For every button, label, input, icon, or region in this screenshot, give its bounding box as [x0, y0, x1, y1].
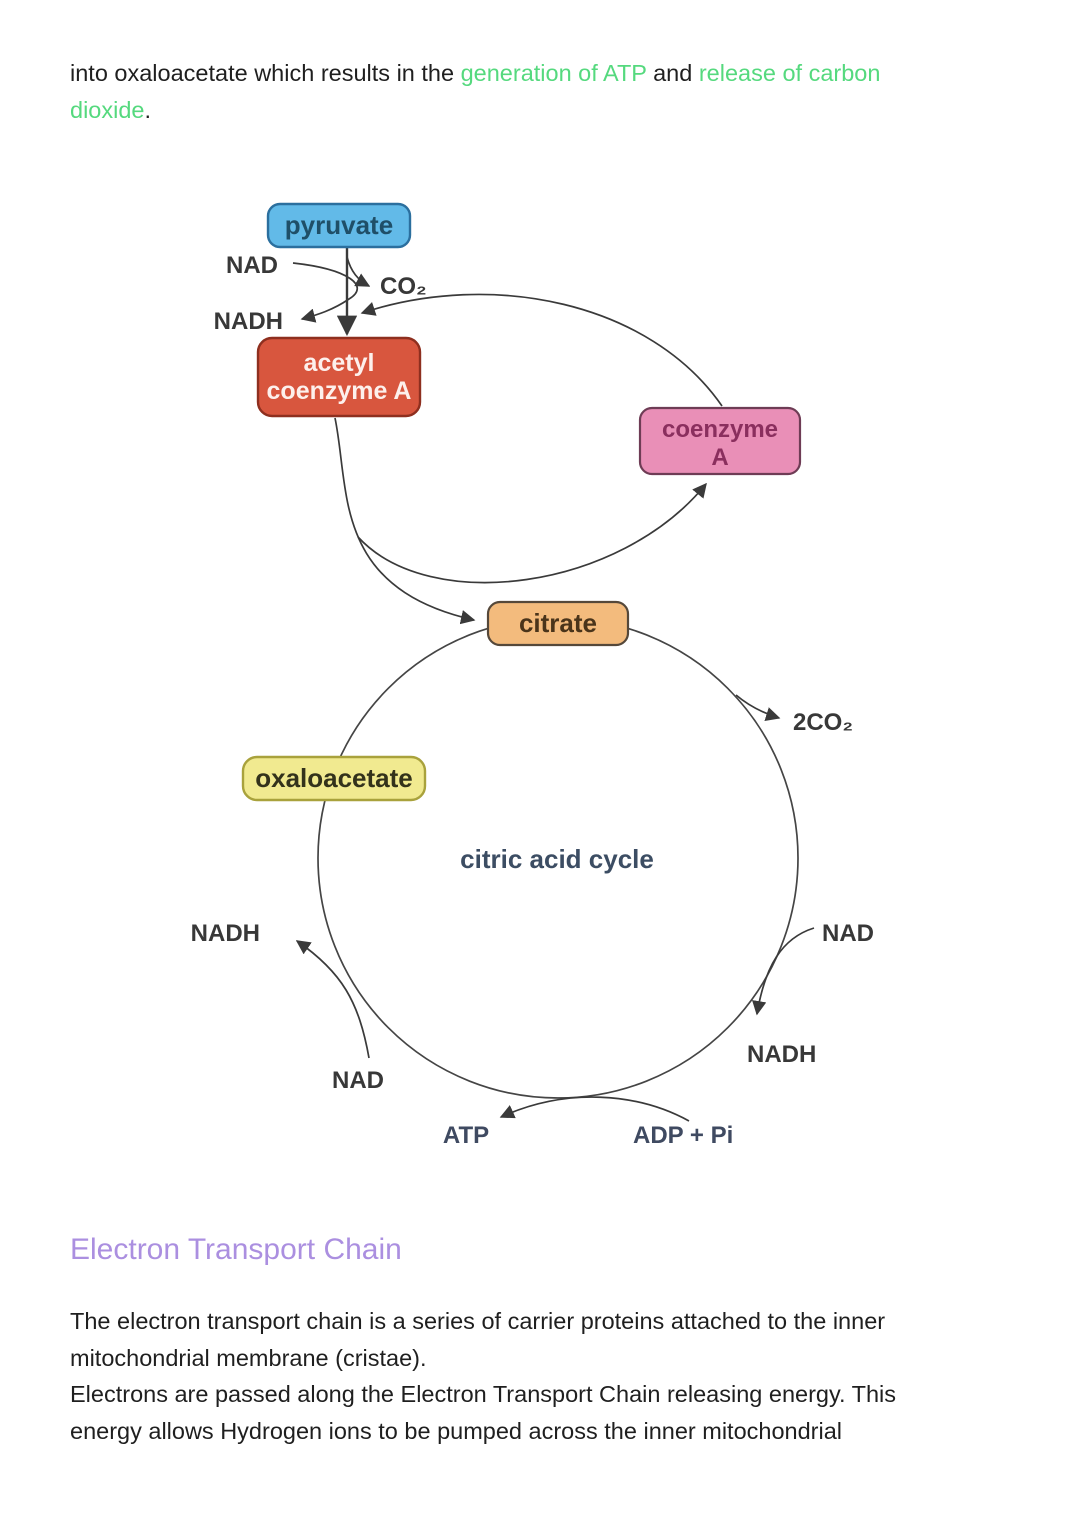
co2-release-arrow [346, 256, 371, 287]
body-line-1: The electron transport chain is a series… [70, 1308, 886, 1334]
body-line-4: energy allows Hydrogen ions to be pumped… [70, 1417, 843, 1444]
cycle-title: citric acid cycle [460, 844, 654, 874]
coenzyme-release-arrow [357, 482, 707, 584]
nadh-top-label: NADH [214, 308, 283, 335]
intro-text-pre: into oxaloacetate which results in the [70, 60, 461, 86]
co2-label: CO₂ [380, 273, 427, 300]
coenzyme-recycle-arrow [360, 293, 723, 407]
coenzyme-label-line1: coenzyme [662, 416, 778, 443]
citrate-label: citrate [519, 608, 597, 638]
intro-text-mid: and [646, 60, 699, 86]
citrate-node: citrate [486, 600, 630, 647]
nad-to-nadh-arrow-top [292, 262, 359, 323]
body-line-2: mitochondrial membrane (cristae). [70, 1344, 427, 1371]
nadh-left-label: NADH [191, 920, 260, 947]
acetyl-to-citrate-arrow [334, 417, 476, 625]
intro-highlight-atp: generation of ATP [460, 60, 647, 86]
acetyl-coa-node: acetyl coenzyme A [256, 336, 422, 418]
nad-to-nadh-arrow-right [752, 927, 815, 1016]
citric-acid-cycle-diagram: pyruvate acetyl coenzyme A coenzyme A ci… [191, 202, 874, 1149]
intro-period: . [144, 97, 152, 123]
adp-to-atp-arrow [499, 1096, 690, 1122]
intro-highlight-carbon: release of carbon [698, 60, 881, 86]
adp-pi-label: ADP + Pi [633, 1122, 733, 1149]
two-co2-label: 2CO₂ [793, 709, 853, 736]
acetyl-label-line2: coenzyme A [267, 377, 412, 405]
intro-highlight-dioxide: dioxide [70, 97, 145, 123]
oxaloacetate-label: oxaloacetate [255, 763, 413, 793]
acetyl-label-line1: acetyl [304, 349, 375, 377]
atp-label: ATP [443, 1122, 489, 1149]
body-line-3: Electrons are passed along the Electron … [70, 1381, 897, 1407]
nad-to-nadh-arrow-left [295, 940, 370, 1059]
nadh-right-label: NADH [747, 1041, 816, 1068]
body-paragraph: The electron transport chain is a series… [70, 1303, 1020, 1449]
nad-top-label: NAD [226, 252, 278, 279]
coenzyme-label-line2: A [711, 444, 728, 471]
pyruvate-label: pyruvate [285, 210, 393, 240]
pyruvate-node: pyruvate [266, 202, 412, 249]
nad-bottom-label: NAD [332, 1067, 384, 1094]
two-co2-arrow [735, 694, 781, 722]
section-heading: Electron Transport Chain [70, 1233, 402, 1266]
coenzyme-a-node: coenzyme A [638, 406, 802, 476]
intro-paragraph: into oxaloacetate which results in the g… [70, 55, 1020, 129]
nad-right-label: NAD [822, 920, 874, 947]
oxaloacetate-node: oxaloacetate [241, 755, 427, 802]
